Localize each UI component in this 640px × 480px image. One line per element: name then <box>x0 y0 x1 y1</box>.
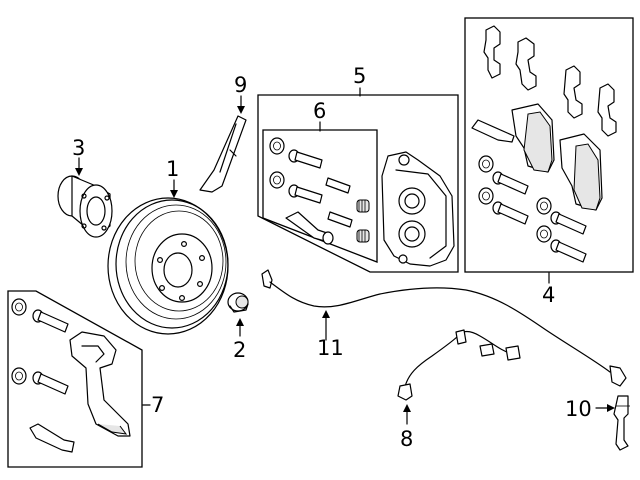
callout-3: 3 <box>72 136 85 160</box>
box-4-outline <box>464 17 634 273</box>
callout-9: 9 <box>234 73 247 97</box>
brake-hose <box>261 269 627 387</box>
leader-lines <box>75 87 615 425</box>
callout-2: 2 <box>233 338 246 362</box>
splash-shield <box>199 115 247 193</box>
caliper-hardware-kit <box>269 137 370 245</box>
callout-5: 5 <box>353 64 366 88</box>
caliper <box>381 151 455 267</box>
callout-7: 7 <box>151 393 164 417</box>
abs-sensor-wire <box>397 329 521 401</box>
callout-1: 1 <box>166 157 179 181</box>
box-5-outline <box>257 94 459 273</box>
caliper-bracket-kit <box>11 298 131 453</box>
callout-11: 11 <box>317 336 344 360</box>
brake-pads-kit <box>471 25 617 263</box>
callout-4: 4 <box>542 283 555 307</box>
rotor-retainer <box>227 292 249 313</box>
box-6-outline <box>262 129 378 263</box>
wheel-hub <box>57 175 113 238</box>
callout-6: 6 <box>313 99 326 123</box>
callout-8: 8 <box>400 427 413 451</box>
wheel-speed-sensor <box>613 395 630 451</box>
box-7-outline <box>7 290 143 468</box>
callout-10: 10 <box>565 397 592 421</box>
brake-rotor <box>107 197 229 335</box>
